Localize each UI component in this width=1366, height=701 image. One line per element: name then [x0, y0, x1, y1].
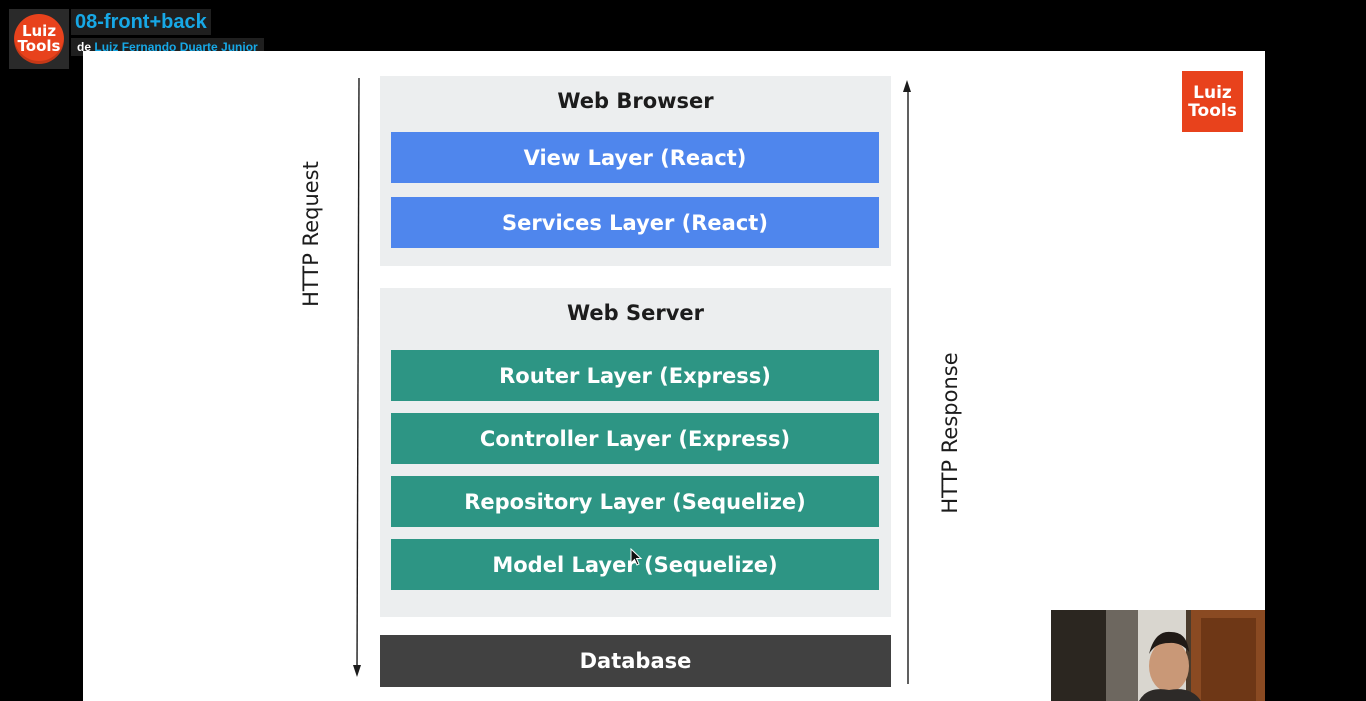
- byline-prefix: de: [77, 40, 92, 54]
- slide-brand-logo: Luiz Tools: [1182, 71, 1243, 132]
- slide-logo-line2: Tools: [1188, 100, 1237, 121]
- web-browser-panel: Web Browser View Layer (React) Services …: [380, 76, 891, 266]
- request-arrow-head: [353, 665, 361, 677]
- view-layer-box: View Layer (React): [391, 132, 879, 183]
- mouse-cursor-icon: [630, 548, 643, 566]
- web-server-title: Web Server: [566, 301, 704, 325]
- http-response-label: HTTP Response: [938, 352, 962, 514]
- web-browser-title: Web Browser: [557, 89, 714, 113]
- channel-logo-badge: Luiz Tools: [14, 14, 64, 64]
- channel-logo-line2: Tools: [17, 37, 61, 55]
- presenter-video-image: [1051, 610, 1265, 701]
- http-request-label: HTTP Request: [299, 161, 323, 307]
- channel-logo-line1: Luiz: [21, 22, 57, 40]
- presenter-webcam: [1051, 610, 1265, 701]
- video-title-link[interactable]: 08-front+back: [71, 9, 211, 35]
- arrows: [353, 77, 911, 684]
- slide: HTTP Request HTTP Response Web Browser V…: [83, 51, 1265, 701]
- channel-logo[interactable]: Luiz Tools: [9, 9, 69, 69]
- services-layer-box: Services Layer (React): [391, 197, 879, 248]
- repository-layer-box: Repository Layer (Sequelize): [391, 476, 879, 527]
- controller-layer-box: Controller Layer (Express): [391, 413, 879, 464]
- slide-logo-line1: Luiz: [1193, 82, 1232, 103]
- author-link[interactable]: Luiz Fernando Duarte Junior: [94, 40, 258, 54]
- router-layer-box: Router Layer (Express): [391, 350, 879, 401]
- response-arrow-head: [903, 80, 911, 92]
- database-box: Database: [380, 635, 891, 687]
- request-arrow-line: [356, 77, 360, 672]
